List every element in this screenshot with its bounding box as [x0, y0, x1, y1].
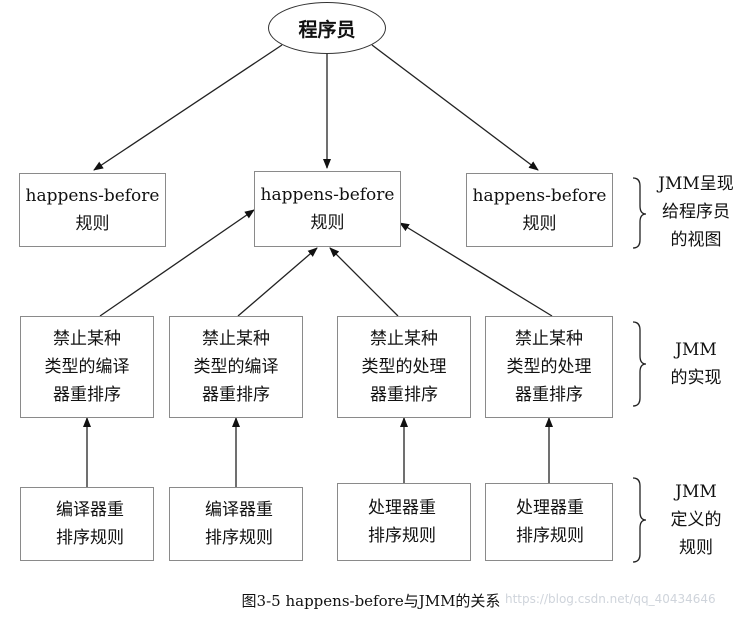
impl-node-1: 禁止某种 类型的编译 器重排序	[20, 316, 154, 418]
def-rule-line2: 排序规则	[516, 526, 584, 546]
side-label-line: JMM	[675, 482, 717, 502]
def-rule-line2: 排序规则	[368, 526, 436, 546]
programmer-label: 程序员	[298, 18, 356, 41]
impl-line3: 器重排序	[515, 385, 583, 405]
arrow-root-to-view-rule-1	[93, 44, 283, 171]
view-rule-node-3: happens-before 规则	[466, 173, 613, 247]
side-label-line: JMM	[675, 340, 717, 360]
view-rule-node-1: happens-before 规则	[19, 173, 166, 247]
def-rule-node-4: 处理器重 排序规则	[485, 483, 613, 561]
arrow-impl-4-to-view-rule	[399, 222, 553, 317]
impl-line3: 器重排序	[202, 385, 270, 405]
def-rule-node-1: 编译器重 排序规则	[20, 487, 154, 561]
impl-node-2: 禁止某种 类型的编译 器重排序	[169, 316, 303, 418]
side-label-line: JMM呈现	[658, 174, 734, 194]
arrow-root-to-view-rule-3	[371, 44, 539, 171]
programmer-node: 程序员	[268, 2, 386, 54]
impl-line1: 禁止某种	[202, 329, 270, 349]
side-label-line: 定义的	[670, 510, 722, 530]
side-label-line: 规则	[679, 538, 713, 558]
side-label-view: JMM呈现 给程序员 的视图	[650, 170, 742, 254]
impl-line1: 禁止某种	[370, 329, 438, 349]
impl-line3: 器重排序	[53, 385, 121, 405]
view-rule-line1: happens-before	[260, 185, 395, 205]
impl-line2: 类型的处理	[361, 357, 447, 377]
def-rule-line1: 编译器重	[205, 500, 273, 520]
figure-caption: 图3-5 happens-before与JMM的关系	[241, 592, 501, 610]
side-label-line: 的视图	[670, 230, 722, 250]
view-rule-line1: happens-before	[25, 186, 160, 206]
impl-node-3: 禁止某种 类型的处理 器重排序	[337, 316, 471, 418]
def-rule-line2: 排序规则	[205, 528, 273, 548]
impl-line2: 类型的编译	[193, 357, 279, 377]
arrow-impl-1-to-view-rule	[99, 209, 255, 317]
brace-view	[632, 177, 647, 249]
impl-line3: 器重排序	[370, 385, 438, 405]
view-rule-line2: 规则	[522, 214, 557, 234]
impl-line2: 类型的处理	[506, 357, 592, 377]
side-label-impl: JMM 的实现	[650, 336, 742, 392]
impl-node-4: 禁止某种 类型的处理 器重排序	[485, 316, 613, 418]
side-label-line: 的实现	[670, 368, 722, 388]
def-rule-line1: 处理器重	[368, 498, 436, 518]
brace-impl	[632, 321, 647, 407]
def-rule-node-3: 处理器重 排序规则	[337, 483, 471, 561]
def-rule-line1: 编译器重	[56, 500, 124, 520]
view-rule-node-2: happens-before 规则	[254, 171, 401, 247]
impl-line1: 禁止某种	[515, 329, 583, 349]
def-rule-node-2: 编译器重 排序规则	[169, 487, 303, 561]
def-rule-line1: 处理器重	[516, 498, 584, 518]
side-label-line: 给程序员	[662, 202, 730, 222]
watermark: https://blog.csdn.net/qq_40434646	[505, 592, 716, 606]
arrow-impl-3-to-view-rule	[329, 247, 399, 317]
impl-line2: 类型的编译	[44, 357, 130, 377]
impl-line1: 禁止某种	[53, 329, 121, 349]
view-rule-line2: 规则	[75, 214, 110, 234]
side-label-def: JMM 定义的 规则	[650, 478, 742, 562]
view-rule-line2: 规则	[310, 213, 345, 233]
view-rule-line1: happens-before	[472, 186, 607, 206]
def-rule-line2: 排序规则	[56, 528, 124, 548]
brace-def	[632, 477, 647, 563]
arrow-impl-2-to-view-rule	[237, 247, 318, 317]
